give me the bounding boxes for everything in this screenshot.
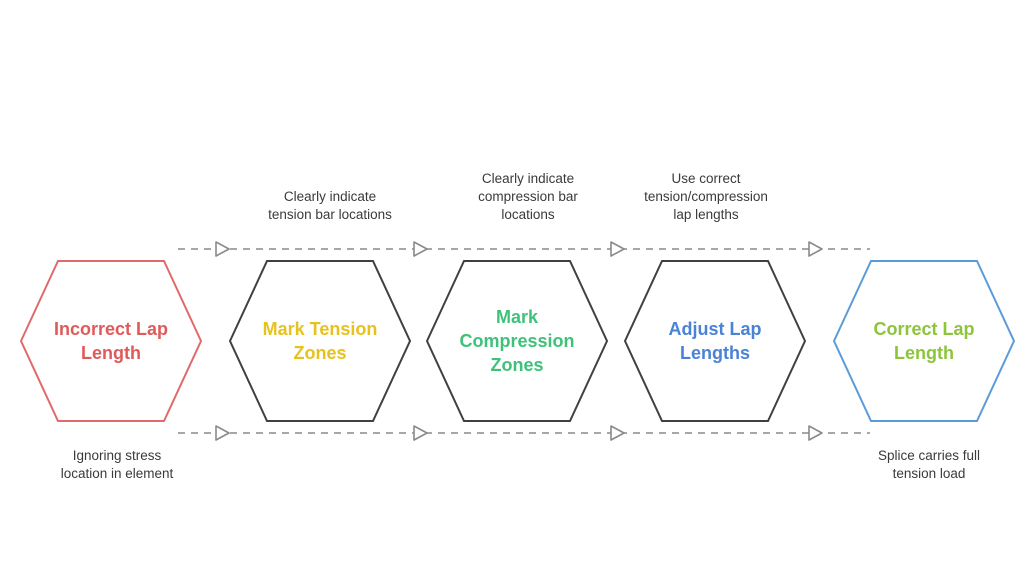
arrowhead-icon [413, 241, 428, 257]
hexagon-shape [425, 260, 609, 422]
step-label: Adjust Lap [669, 319, 762, 339]
hexagon-shape [228, 260, 412, 422]
note-line: Use correct [671, 171, 740, 186]
step-label: Length [894, 343, 954, 363]
note-line: Clearly indicate [284, 189, 376, 204]
hexagon-shape [832, 260, 1016, 422]
step-label: Zones [490, 355, 543, 375]
step-label: Length [81, 343, 141, 363]
note-line: tension bar locations [268, 207, 392, 222]
top-note-1: Clearly indicate tension bar locations [268, 189, 392, 222]
note-line: compression bar [478, 189, 578, 204]
note-line: tension load [893, 466, 966, 481]
top-note-3: Use correct tension/compression lap length… [644, 171, 768, 222]
note-line: locations [501, 207, 555, 222]
step-label: Compression [459, 331, 574, 351]
arrowhead-icon [808, 425, 823, 441]
note-line: Splice carries full [878, 448, 980, 463]
note-line: Ignoring stress [73, 448, 162, 463]
step-label: Mark Tension [263, 319, 378, 339]
hexagon-shape [623, 260, 807, 422]
arrowhead-icon [808, 241, 823, 257]
arrowhead-icon [215, 241, 230, 257]
top-note-2: Clearly indicate compression bar locations [478, 171, 578, 222]
note-line: location in element [61, 466, 174, 481]
bottom-note-1: Ignoring stress location in element [61, 448, 174, 481]
bottom-note-2: Splice carries full tension load [878, 448, 980, 481]
step-label: Zones [293, 343, 346, 363]
arrowhead-icon [413, 425, 428, 441]
arrowhead-icon [610, 425, 625, 441]
hexagon-shape [19, 260, 203, 422]
step-label: Incorrect Lap [54, 319, 168, 339]
arrowhead-icon [610, 241, 625, 257]
note-line: lap lengths [673, 207, 739, 222]
step-label: Mark [496, 307, 539, 327]
note-line: Clearly indicate [482, 171, 574, 186]
arrowhead-icon [215, 425, 230, 441]
step-label: Lengths [680, 343, 750, 363]
note-line: tension/compression [644, 189, 768, 204]
step-label: Correct Lap [873, 319, 974, 339]
dashed-connectors [178, 241, 870, 441]
